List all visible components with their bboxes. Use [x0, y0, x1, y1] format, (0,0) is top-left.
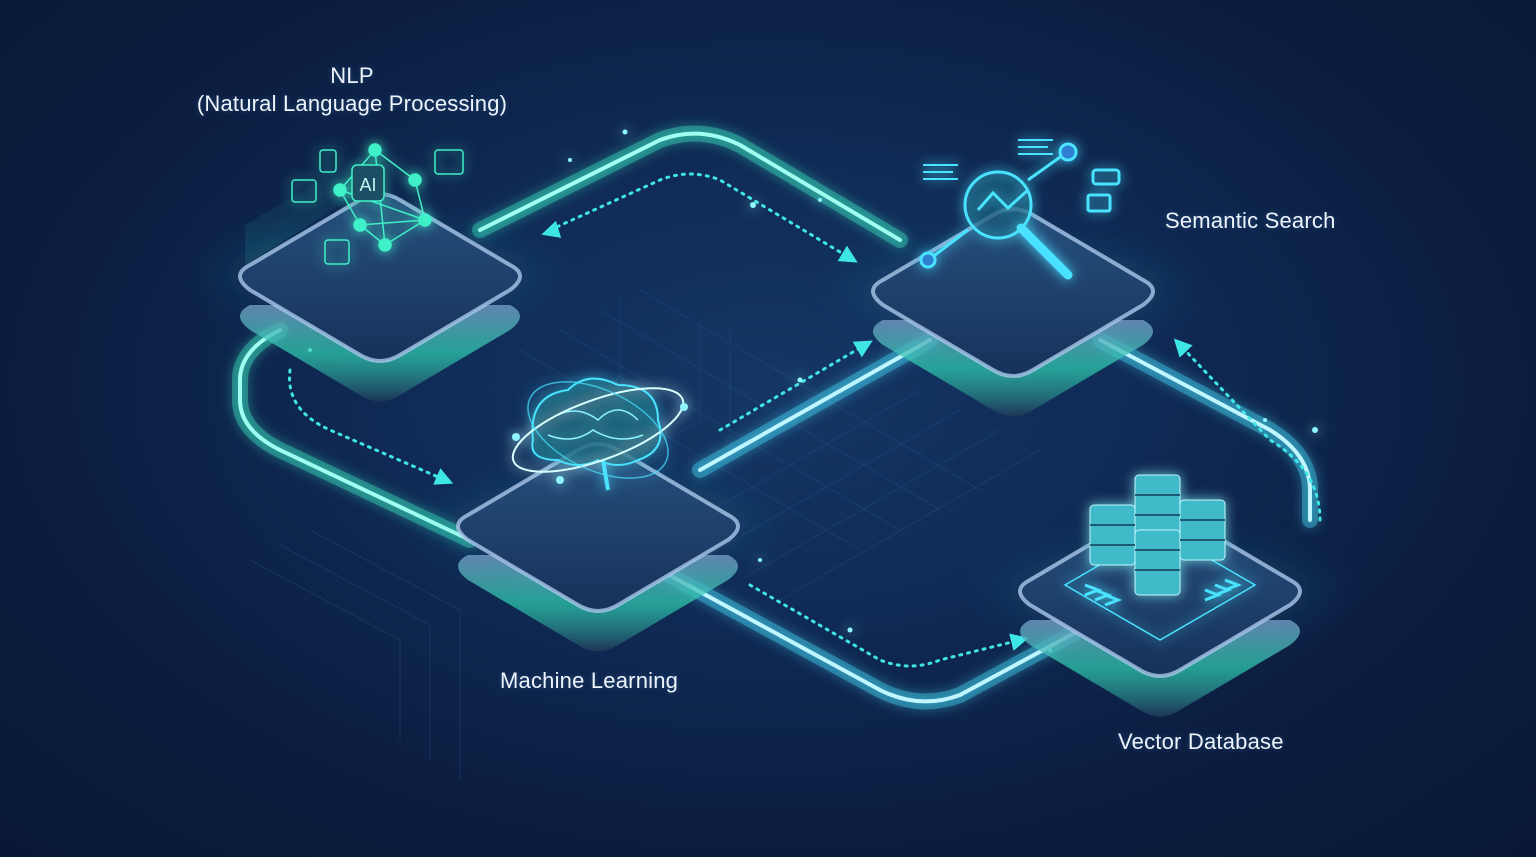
label-vector-database: Vector Database	[1118, 729, 1284, 754]
flow-arrows	[288, 172, 1322, 668]
pipeline-network	[232, 125, 1318, 710]
brain-orbit-icon	[511, 377, 688, 491]
label-nlp-title: NLP	[330, 63, 374, 88]
node-vector-database[interactable]	[970, 474, 1350, 717]
ai-neural-network-icon: AI	[291, 143, 464, 265]
light-beam	[245, 145, 380, 265]
label-machine-learning: Machine Learning	[500, 668, 679, 693]
magnifier-graph-icon	[919, 139, 1121, 280]
node-nlp[interactable]: AI	[190, 143, 570, 402]
label-nlp-subtitle: (Natural Language Processing)	[196, 91, 508, 116]
label-semantic-search: Semantic Search	[1165, 208, 1336, 233]
server-stack-icon	[1063, 474, 1257, 641]
node-machine-learning[interactable]	[408, 362, 788, 652]
label-nlp: NLP (Natural Language Processing)	[186, 62, 518, 118]
svg-text:AI: AI	[359, 175, 376, 195]
node-semantic-search[interactable]	[823, 139, 1203, 417]
tile-top	[238, 192, 522, 363]
